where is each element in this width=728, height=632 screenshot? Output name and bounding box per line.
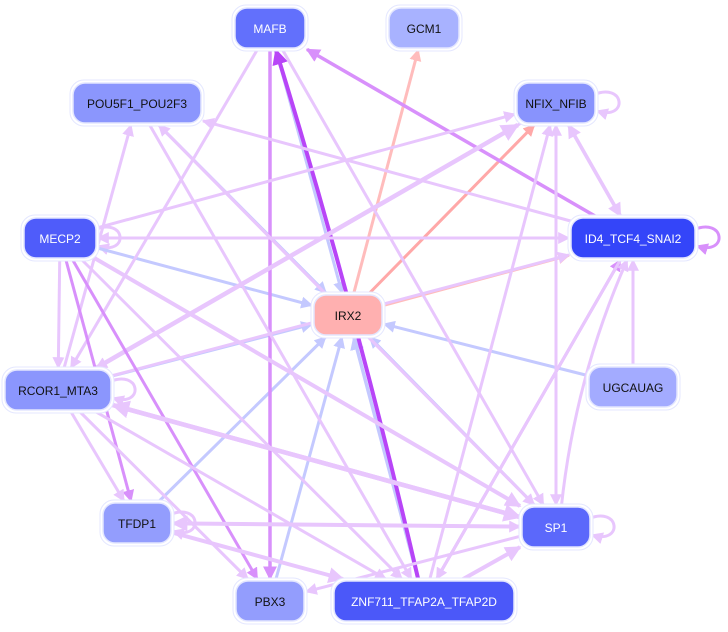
node-box[interactable] (388, 7, 460, 49)
edge-mafb-to-sp1 (280, 47, 545, 507)
node-id4-tcf4-snai2[interactable]: ID4_TCF4_SNAI2 (567, 214, 699, 262)
node-box[interactable] (72, 82, 202, 124)
edge-tfdp1-to-tfdp1 (168, 510, 197, 540)
edge-irx2-to-nfix-nfib (366, 123, 536, 297)
edge-nfix-nfib-to-id4-tcf4-snai2 (565, 122, 622, 218)
node-box[interactable] (570, 217, 696, 259)
edge-rcor1-mta3-to-pbx3 (77, 408, 249, 581)
node-box[interactable] (313, 294, 383, 336)
node-nfix-nfib[interactable]: NFIX_NFIB (513, 79, 599, 127)
node-box[interactable] (521, 506, 591, 548)
edge-sp1-to-sp1 (587, 514, 616, 544)
edge-tfdp1-to-znf711-tfap2a-tfap2d (170, 530, 345, 583)
edge-nfix-nfib-to-rcor1-mta3 (95, 121, 523, 370)
edge-id4-tcf4-snai2-to-id4-tcf4-snai2 (692, 225, 721, 255)
edge-rcor1-mta3-to-znf711-tfap2a-tfap2d (91, 408, 387, 581)
edge-id4-tcf4-snai2-to-znf711-tfap2a-tfap2d (435, 257, 623, 581)
node-box[interactable] (588, 366, 678, 408)
edge-sp1-to-rcor1-mta3 (111, 400, 523, 520)
node-irx2[interactable]: IRX2 (310, 291, 386, 339)
edge-mecp2-to-sp1 (93, 256, 522, 508)
node-box[interactable] (234, 7, 306, 49)
edge-nfix-nfib-to-nfix-nfib (592, 90, 621, 120)
node-box[interactable] (516, 82, 596, 124)
node-box[interactable] (4, 369, 112, 411)
node-sp1[interactable]: SP1 (518, 503, 594, 551)
edge-znf711-tfap2a-tfap2d-to-nfix-nfib (427, 123, 554, 582)
node-znf711-tfap2a-tfap2d[interactable]: ZNF711_TFAP2A_TFAP2D (330, 577, 518, 625)
edge-znf711-tfap2a-tfap2d-to-sp1 (458, 545, 522, 583)
edge-sp1-to-id4-tcf4-snai2 (559, 258, 629, 508)
edge-rcor1-mta3-to-tfdp1 (68, 409, 126, 503)
edge-pou5f1-pou2f3-to-znf711-tfap2a-tfap2d (147, 122, 413, 581)
edge-mecp2-to-irx2 (95, 246, 314, 309)
edge-sp1-to-tfdp1 (171, 515, 523, 532)
node-box[interactable] (235, 580, 305, 622)
edge-rcor1-mta3-to-rcor1-mta3 (108, 377, 137, 407)
node-box[interactable] (102, 502, 172, 544)
node-pbx3[interactable]: PBX3 (232, 577, 308, 625)
node-gcm1[interactable]: GCM1 (385, 4, 463, 52)
edge-id4-tcf4-snai2-to-mafb (305, 47, 600, 220)
edge-irx2-to-gcm1 (351, 48, 422, 296)
node-tfdp1[interactable]: TFDP1 (99, 499, 175, 547)
node-box[interactable] (23, 217, 97, 259)
node-pou5f1-pou2f3[interactable]: POU5F1_POU2F3 (69, 79, 205, 127)
node-mafb[interactable]: MAFB (231, 4, 309, 52)
edge-mecp2-to-rcor1-mta3 (52, 257, 65, 370)
edge-mecp2-to-nfix-nfib (95, 111, 517, 230)
node-ugcauag[interactable]: UGCAUAG (585, 363, 681, 411)
node-mecp2[interactable]: MECP2 (20, 214, 100, 262)
node-box[interactable] (333, 580, 515, 622)
node-rcor1-mta3[interactable]: RCOR1_MTA3 (1, 366, 115, 414)
edge-id4-tcf4-snai2-to-pou5f1-pou2f3 (201, 118, 572, 223)
